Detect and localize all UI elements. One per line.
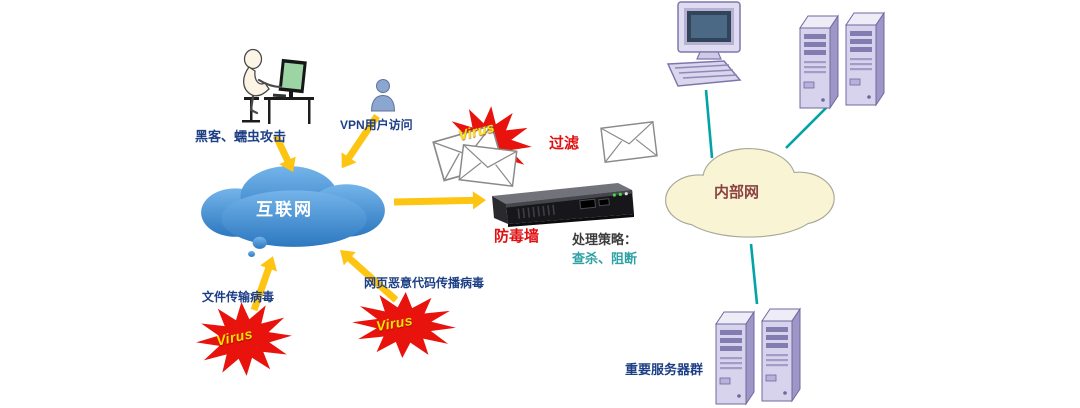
policy-heading: 处理策略： xyxy=(572,232,638,247)
internet-cloud-label: 互联网 xyxy=(256,200,313,219)
firewall-appliance-icon xyxy=(492,183,634,227)
server-group-label: 重要服务器群 xyxy=(625,362,704,377)
desktop-computer-icon xyxy=(666,1,742,87)
vpn-user-label: VPN用户访问 xyxy=(340,118,413,132)
keyboard-icon xyxy=(666,60,742,87)
internet-cloud xyxy=(201,166,385,257)
web-virus-label: 网页恶意代码传播病毒 xyxy=(364,276,485,290)
monitor-icon xyxy=(278,58,307,94)
hacker-workstation-icon xyxy=(242,48,314,124)
arrow-internet-to-firewall xyxy=(393,191,486,210)
firewall-label: 防毒墙 xyxy=(494,228,540,245)
policy-actions: 查杀、阻断 xyxy=(572,251,638,266)
hacker-label: 黑客、蠕虫攻击 xyxy=(195,129,287,144)
vpn-user-icon xyxy=(370,79,396,112)
server-tower-icon xyxy=(799,11,885,110)
mail-envelope-icon xyxy=(600,121,658,163)
intranet-cloud xyxy=(665,148,835,238)
intranet-cloud-label: 内部网 xyxy=(714,184,760,201)
filter-label: 过滤 xyxy=(549,135,580,152)
link-intranet-to-server-group xyxy=(749,243,759,305)
virus-burst-icon xyxy=(352,292,456,358)
file-virus-label: 文件传输病毒 xyxy=(202,290,275,304)
important-server-group-icon xyxy=(715,307,801,406)
virus-burst-icon xyxy=(196,302,292,376)
mail-envelope-icon xyxy=(458,143,518,188)
